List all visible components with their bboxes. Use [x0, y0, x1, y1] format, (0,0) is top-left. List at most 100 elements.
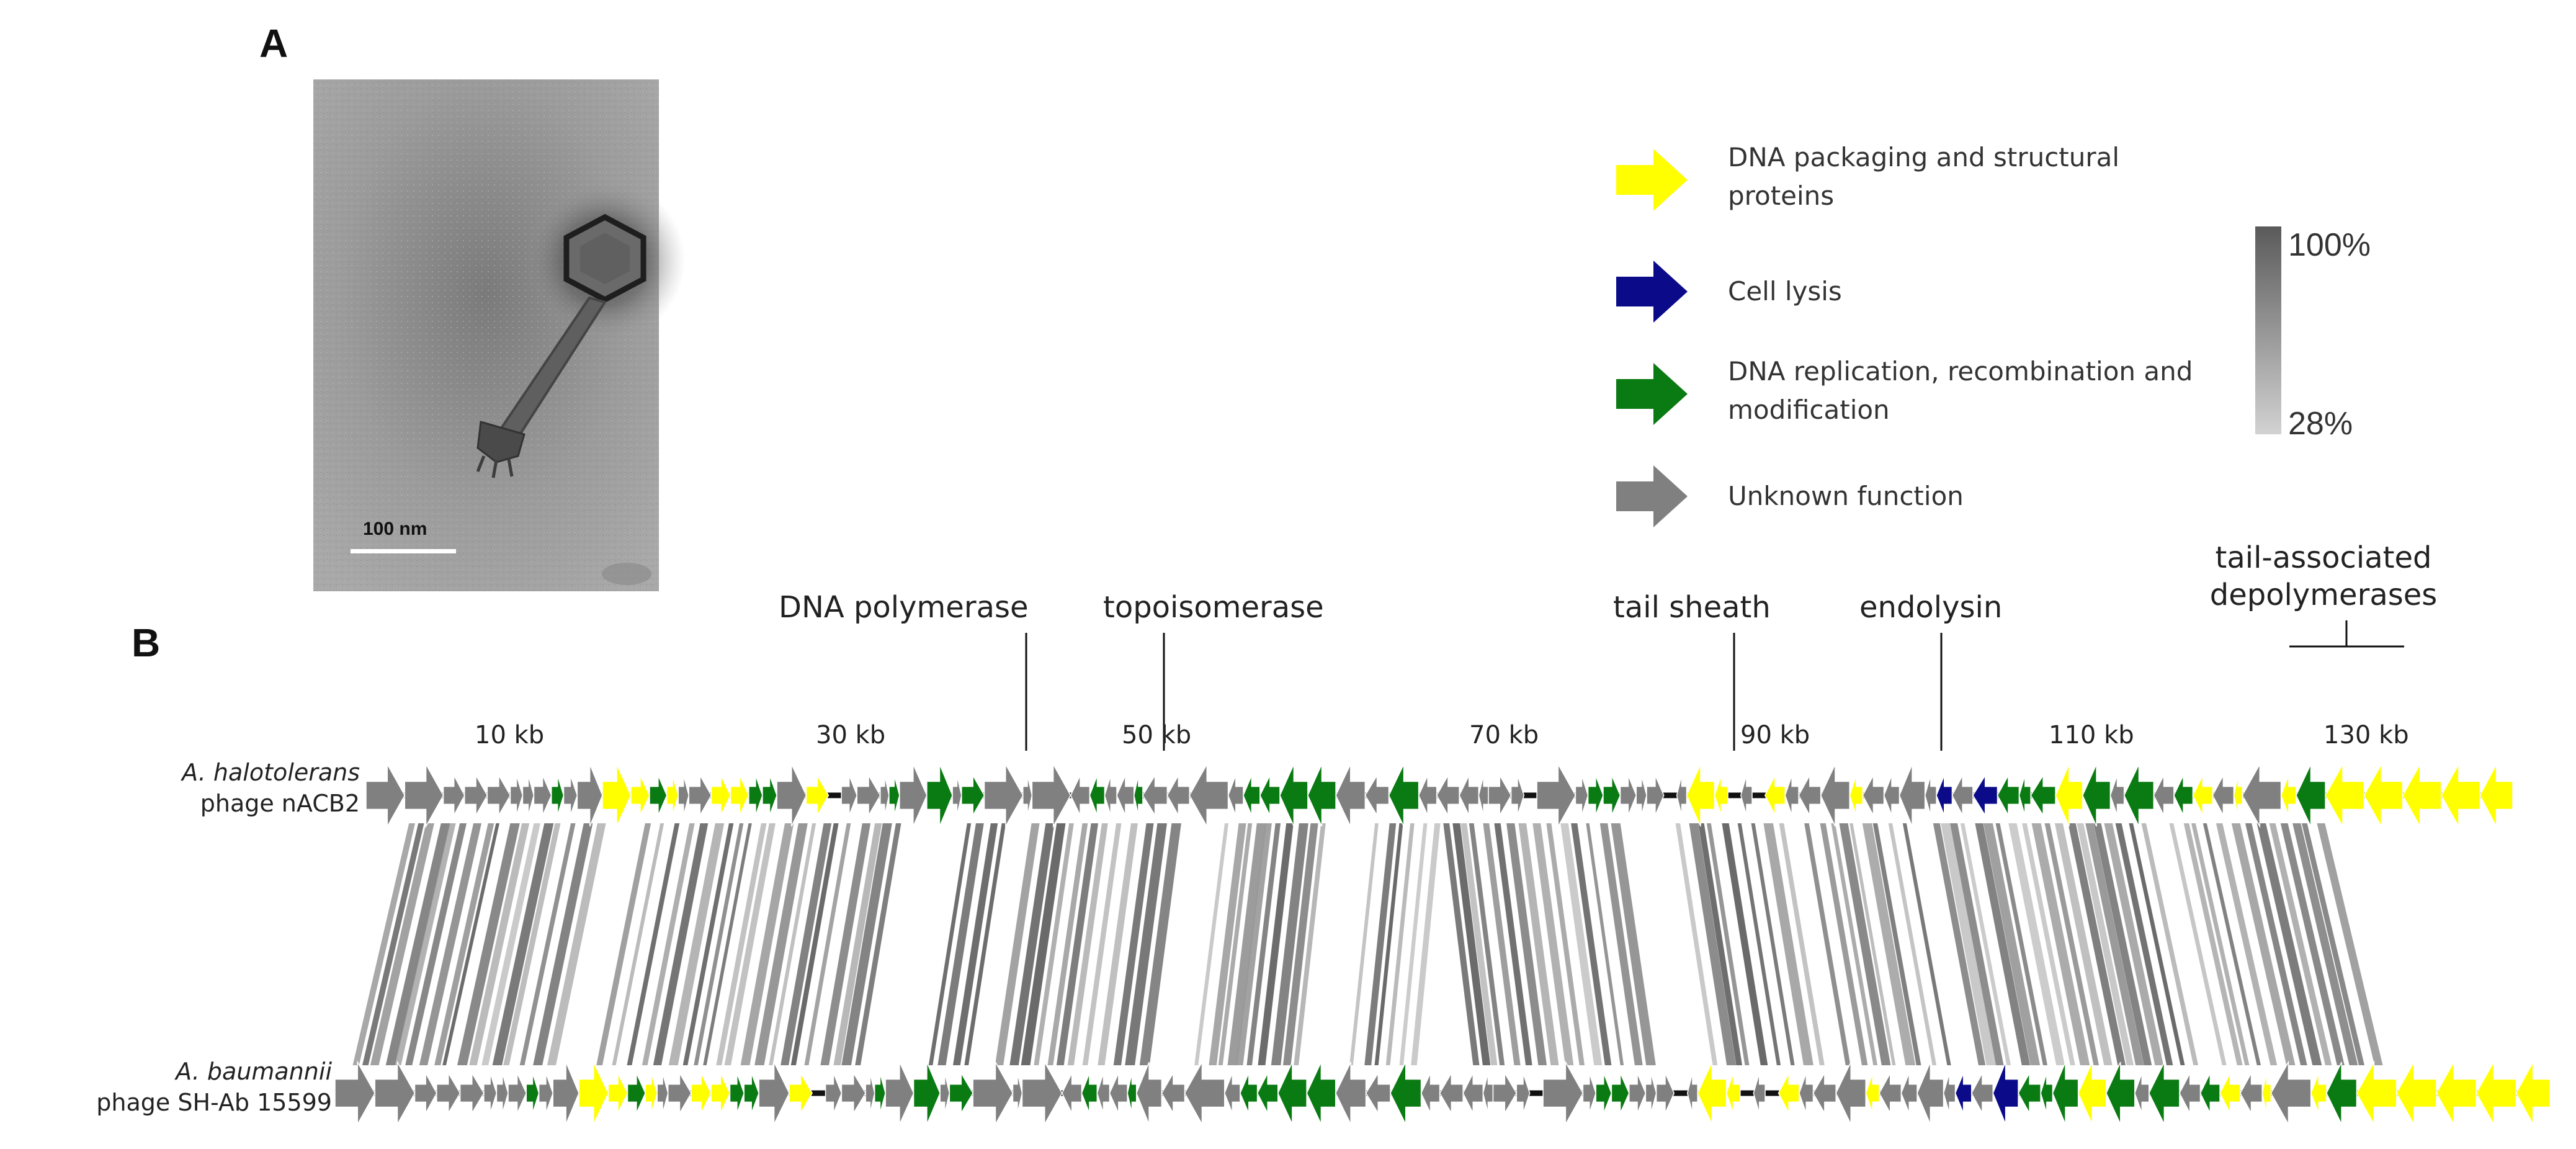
gene-arrow — [2055, 764, 2083, 827]
kb-tick-30: 30 kb — [816, 721, 885, 749]
gene-arrow — [762, 775, 777, 816]
synteny-link — [1364, 823, 1397, 1065]
legend-label-1-0: Cell lysis — [1728, 276, 1842, 306]
synteny-link — [2077, 823, 2134, 1065]
synteny-link — [682, 823, 734, 1065]
synteny-link — [841, 823, 892, 1065]
gene-arrow — [1587, 775, 1604, 816]
gene-arrow — [1865, 1073, 1880, 1114]
gene-arrow — [1096, 1073, 1111, 1114]
synteny-link — [1518, 823, 1559, 1065]
gene-arrow — [1916, 1062, 1944, 1125]
synteny-link — [653, 823, 709, 1065]
genome-map-nacb2 — [365, 762, 2513, 828]
synteny-link — [740, 823, 794, 1065]
synteny-link — [1067, 823, 1108, 1065]
gene-arrow — [2134, 1073, 2150, 1114]
annotation-tail-sheath: tail sheath — [1613, 590, 1771, 625]
gene-arrow — [1482, 1073, 1494, 1114]
synteny-link — [1532, 823, 1574, 1065]
gene-arrow — [1227, 775, 1244, 816]
annotation-depolymerases-line1: tail-associated — [2216, 540, 2432, 575]
gene-arrow — [1997, 775, 2020, 816]
gene-arrow — [856, 774, 881, 817]
gene-arrow — [688, 774, 712, 817]
gene-arrow — [1611, 1073, 1630, 1114]
synteny-link — [2231, 823, 2296, 1065]
gene-arrow — [1031, 762, 1071, 828]
gene-arrow — [630, 775, 650, 816]
gene-arrow — [2082, 764, 2111, 827]
synteny-link — [2093, 823, 2152, 1065]
synteny-link — [519, 823, 576, 1065]
gene-arrow — [1388, 764, 1420, 827]
gene-arrow — [1835, 1062, 1867, 1125]
annotations: DNA polymerase topoisomerase tail sheath… — [779, 540, 2437, 751]
synteny-link — [1779, 823, 1825, 1065]
synteny-link — [1933, 823, 1986, 1065]
scale-bar — [351, 549, 456, 553]
gene-arrow — [1575, 775, 1589, 816]
gene-arrow — [2109, 775, 2125, 816]
synteny-link — [769, 823, 816, 1065]
gene-arrow — [1784, 775, 1799, 816]
synteny-link — [1460, 823, 1498, 1065]
gene-arrow — [841, 1071, 867, 1115]
gene-arrow — [1879, 1073, 1902, 1114]
synteny-link — [2129, 823, 2185, 1065]
gene-arrow — [1629, 1073, 1647, 1114]
synteny-link — [1227, 823, 1267, 1065]
gene-arrow — [1812, 1071, 1836, 1115]
synteny-link — [1706, 823, 1750, 1065]
gene-arrow — [1022, 775, 1033, 816]
synteny-link — [1385, 823, 1415, 1065]
synteny-link — [2104, 823, 2164, 1065]
gene-arrow — [1184, 1060, 1225, 1126]
gene-arrow — [483, 1073, 498, 1114]
gene-arrow — [2212, 775, 2235, 816]
gene-arrow — [1459, 775, 1480, 816]
synteny-link — [370, 823, 434, 1065]
gene-arrow — [1070, 775, 1091, 816]
gene-arrow — [1161, 1071, 1186, 1115]
synteny-link — [596, 823, 651, 1065]
synteny-link — [2022, 823, 2075, 1065]
gene-arrow — [1104, 775, 1117, 816]
gene-arrow — [365, 762, 406, 828]
gene-arrow — [666, 775, 679, 816]
annotation-topoisomerase: topoisomerase — [1103, 590, 1324, 625]
gene-arrow — [825, 1073, 843, 1114]
synteny-link — [1804, 823, 1851, 1065]
gene-arrow — [1582, 1073, 1597, 1114]
gene-arrow — [972, 1060, 1014, 1126]
gene-arrow — [952, 775, 962, 816]
synteny-link — [724, 823, 776, 1065]
gene-arrow — [656, 1073, 669, 1114]
gene-arrow — [2395, 1060, 2437, 1126]
gene-arrow — [552, 1062, 579, 1125]
kb-ticks: 10 kb 30 kb 50 kb 70 kb 90 kb 110 kb 130… — [475, 721, 2409, 749]
synteny-link — [1960, 823, 2011, 1065]
gene-arrow — [464, 774, 488, 817]
gene-arrow — [1799, 1073, 1814, 1114]
gene-arrow — [2179, 1073, 2201, 1114]
gene-arrow — [607, 1073, 628, 1114]
synteny-link — [385, 823, 451, 1065]
panel-label-a: A — [259, 21, 288, 66]
legend-label-0-0: DNA packaging and structural — [1728, 142, 2119, 172]
gene-arrow — [1279, 764, 1308, 827]
gene-arrow — [1240, 1073, 1258, 1114]
gene-arrow — [789, 1071, 813, 1115]
synteny-link — [1271, 823, 1308, 1065]
gene-arrow — [2240, 1073, 2263, 1114]
synteny-link — [995, 823, 1040, 1065]
gene-arrow — [334, 1060, 376, 1126]
gene-arrow — [508, 1073, 527, 1114]
gene-arrow — [2515, 1062, 2551, 1125]
gene-arrow — [729, 1073, 745, 1114]
gene-arrow — [2018, 775, 2031, 816]
gene-arrow — [1335, 764, 1366, 827]
gene-arrow — [1127, 1073, 1137, 1114]
gene-arrow — [1061, 1073, 1083, 1114]
synteny-link — [1737, 823, 1781, 1065]
